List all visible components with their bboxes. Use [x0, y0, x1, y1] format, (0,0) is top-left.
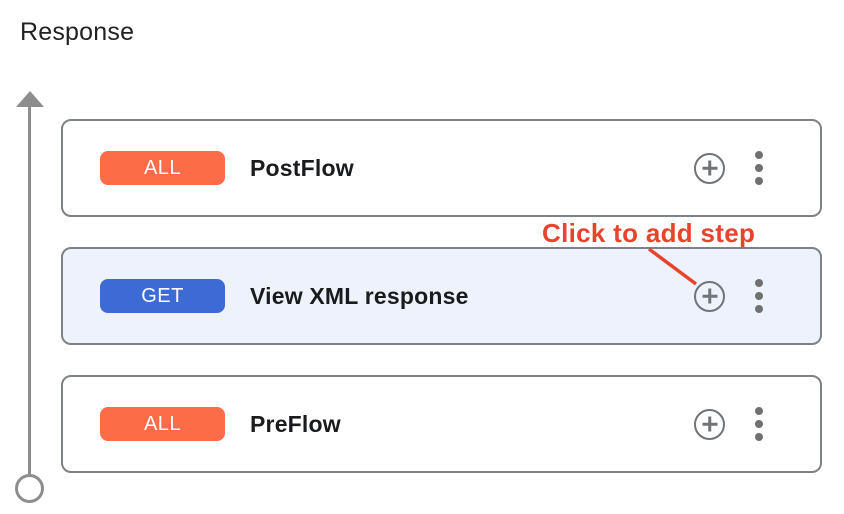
dot [755, 305, 763, 313]
add-step-button[interactable] [694, 152, 725, 184]
plus-circle-icon [694, 152, 725, 184]
flow-terminal-circle-icon [15, 474, 44, 503]
flow-card-label: PreFlow [250, 410, 341, 437]
add-step-button[interactable] [694, 280, 725, 312]
flow-direction-line [28, 103, 31, 476]
verb-badge: ALL [100, 151, 225, 185]
dot [755, 177, 763, 185]
annotation-text: Click to add step [542, 218, 756, 248]
dot [755, 164, 763, 172]
flow-card-list: ALL PostFlow GET View XML response [61, 119, 822, 503]
dot [755, 292, 763, 300]
verb-badge: GET [100, 279, 225, 313]
dot [755, 279, 763, 287]
flow-card-view-xml-response[interactable]: GET View XML response [61, 247, 822, 345]
more-options-button[interactable] [753, 405, 765, 443]
flow-card-label: View XML response [250, 282, 469, 309]
vertical-ellipsis-icon [755, 407, 763, 441]
plus-circle-icon [694, 280, 725, 312]
vertical-ellipsis-icon [755, 279, 763, 313]
flow-card-postflow[interactable]: ALL PostFlow [61, 119, 822, 217]
verb-badge: ALL [100, 407, 225, 441]
more-options-button[interactable] [753, 277, 765, 315]
flow-card-preflow[interactable]: ALL PreFlow [61, 375, 822, 473]
flow-direction-arrowhead-icon [16, 91, 44, 107]
vertical-ellipsis-icon [755, 151, 763, 185]
more-options-button[interactable] [753, 149, 765, 187]
dot [755, 420, 763, 428]
dot [755, 151, 763, 159]
add-step-button[interactable] [694, 408, 725, 440]
page-title: Response [20, 18, 135, 46]
plus-circle-icon [694, 408, 725, 440]
dot [755, 433, 763, 441]
dot [755, 407, 763, 415]
flow-card-label: PostFlow [250, 154, 354, 181]
